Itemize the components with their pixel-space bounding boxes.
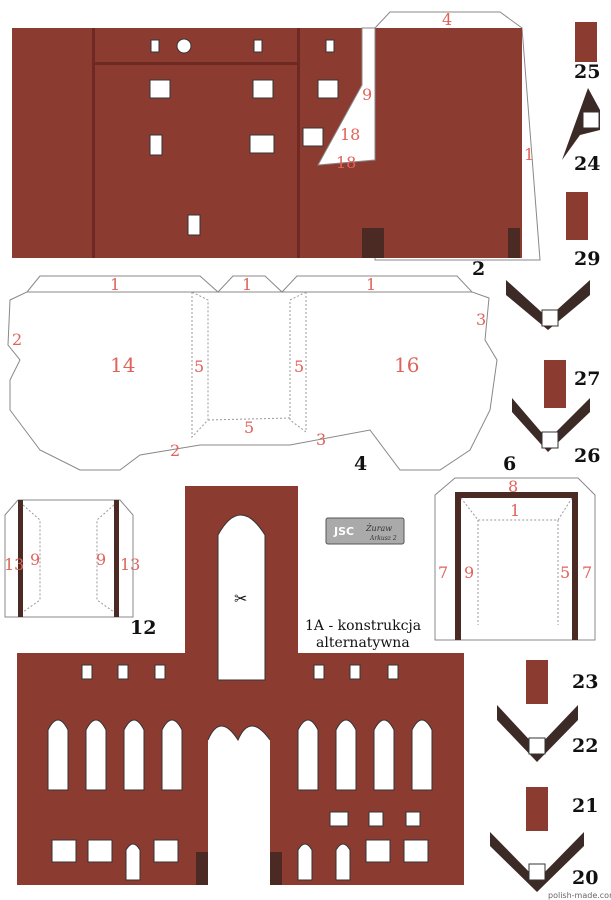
svg-text:Arkusz 2: Arkusz 2 — [369, 535, 397, 542]
label: 2 — [170, 441, 180, 460]
label: 5 — [194, 357, 204, 376]
caption: 1A - konstrukcja — [305, 618, 421, 634]
label: 18 — [340, 125, 360, 144]
label: 1 — [510, 501, 520, 520]
label: 14 — [110, 353, 135, 377]
label: 1 — [242, 275, 252, 294]
label: 9 — [464, 563, 474, 582]
windows — [149, 38, 339, 236]
label: 13 — [120, 555, 140, 574]
jsc-logo: JSC Żuraw Arkusz 2 — [325, 517, 405, 545]
label: 5 — [244, 418, 254, 437]
label: 16 — [394, 353, 419, 377]
part-number: 21 — [572, 795, 598, 817]
part-4-floor: 1 1 1 2 14 5 5 5 16 3 2 3 4 — [7, 275, 498, 475]
part-number: 29 — [574, 248, 600, 270]
label: 1 — [366, 275, 376, 294]
part-2-wall: 4 1 9 18 18 2 — [12, 10, 541, 280]
part-6: 8 1 7 9 5 7 6 — [434, 453, 596, 641]
label: 5 — [294, 357, 304, 376]
part-number: 25 — [574, 61, 600, 83]
part-number: 27 — [574, 368, 600, 390]
svg-text:✂: ✂ — [234, 589, 247, 608]
label: 9 — [30, 550, 40, 569]
label: 3 — [316, 430, 326, 449]
label: 18 — [336, 153, 356, 172]
part-number: 6 — [503, 453, 516, 475]
label: 4 — [442, 10, 452, 29]
part-number: 22 — [572, 735, 598, 757]
caption: alternatywna — [316, 635, 410, 651]
label: 5 — [560, 563, 570, 582]
label: 8 — [508, 477, 518, 496]
label: 1 — [524, 145, 534, 164]
svg-text:JSC: JSC — [333, 525, 354, 538]
part-number: 26 — [574, 445, 600, 467]
part-12: 13 9 9 13 12 — [4, 499, 156, 639]
label: 13 — [4, 555, 24, 574]
label: 1 — [110, 275, 120, 294]
label: 3 — [476, 310, 486, 329]
part-1a-facade: ✂ — [17, 486, 464, 885]
part-number: 4 — [354, 453, 367, 475]
part-number: 24 — [574, 153, 600, 175]
watermark: polish-made.com — [548, 891, 611, 900]
label: 2 — [12, 330, 22, 349]
part-number: 12 — [130, 617, 156, 639]
part-number: 20 — [572, 867, 598, 889]
roof-pieces: 25 24 29 27 26 23 22 21 20 — [490, 22, 600, 892]
part-number: 2 — [472, 258, 485, 280]
label: 9 — [362, 85, 372, 104]
label: 7 — [438, 563, 448, 582]
part-number: 23 — [572, 671, 598, 693]
label: 7 — [582, 563, 592, 582]
svg-text:Żuraw: Żuraw — [365, 524, 392, 533]
label: 9 — [96, 550, 106, 569]
